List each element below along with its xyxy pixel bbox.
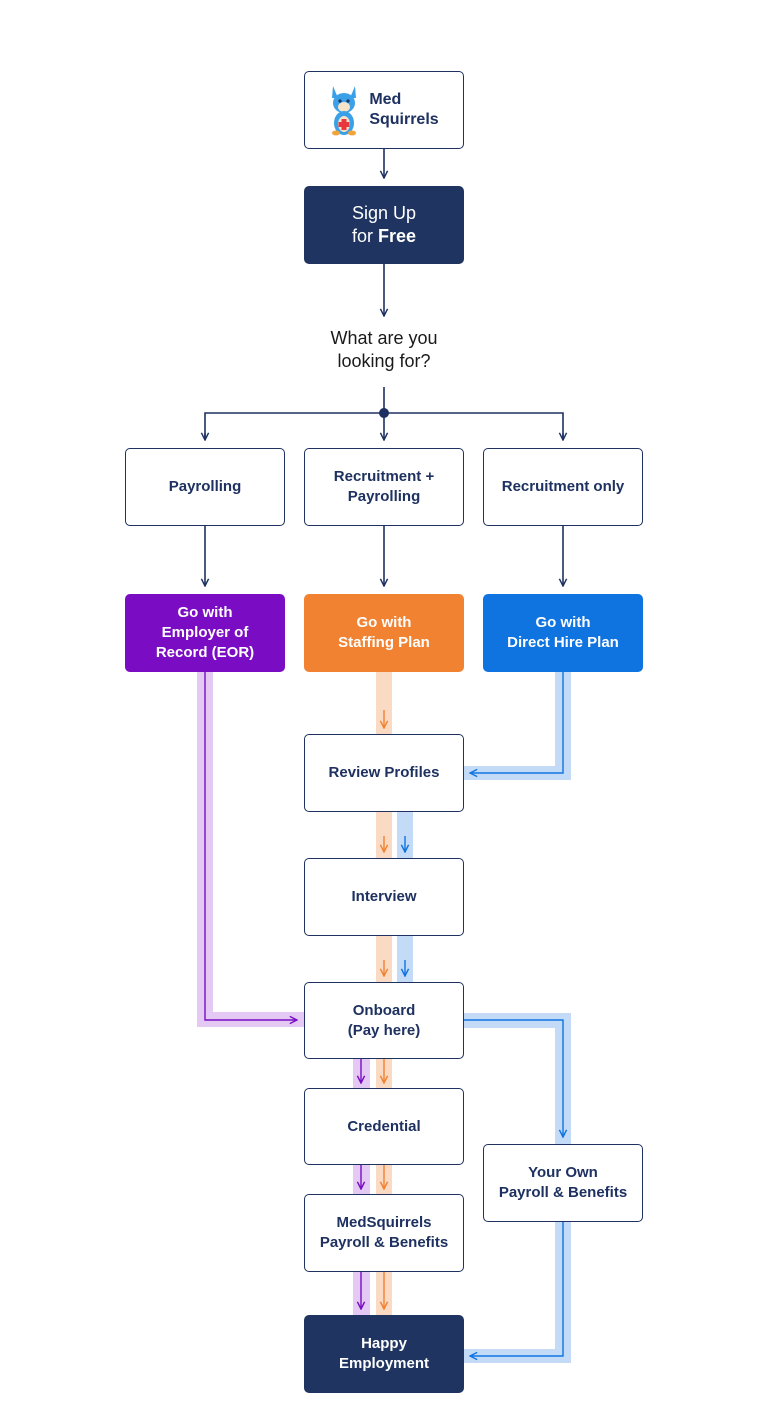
plan-eor[interactable]: Go with Employer of Record (EOR) <box>125 594 285 672</box>
junction-dot <box>379 408 389 418</box>
step-happy-employment: Happy Employment <box>304 1315 464 1393</box>
sign-up-line2: for Free <box>352 225 416 248</box>
question-text: What are you looking for? <box>330 328 438 371</box>
blue-path-lines <box>405 672 563 1356</box>
logo-text: Med Squirrels <box>369 91 439 128</box>
option-recruitment-only[interactable]: Recruitment only <box>483 448 643 526</box>
squirrel-mascot-icon <box>332 86 357 136</box>
sign-up-prefix: for <box>351 226 378 246</box>
step-onboard: Onboard (Pay here) <box>304 982 464 1059</box>
sign-up-free: Free <box>377 226 417 246</box>
step-credential: Credential <box>304 1088 464 1165</box>
sign-up-button[interactable]: Sign Up for Free <box>304 186 464 264</box>
purple-path-lines <box>204 672 361 1309</box>
step-review-profiles: Review Profiles <box>304 734 464 812</box>
option-recruitment-payrolling[interactable]: Recruitment + Payrolling <box>304 448 464 526</box>
step-medsquirrels-payroll: MedSquirrels Payroll & Benefits <box>304 1194 464 1272</box>
step-own-payroll: Your Own Payroll & Benefits <box>483 1144 643 1222</box>
option-payrolling[interactable]: Payrolling <box>125 448 285 526</box>
step-interview: Interview <box>304 858 464 936</box>
plan-staffing[interactable]: Go with Staffing Plan <box>304 594 464 672</box>
sign-up-line1: Sign Up <box>351 203 417 223</box>
logo-node: Med Squirrels <box>304 71 464 149</box>
plan-direct-hire[interactable]: Go with Direct Hire Plan <box>483 594 643 672</box>
